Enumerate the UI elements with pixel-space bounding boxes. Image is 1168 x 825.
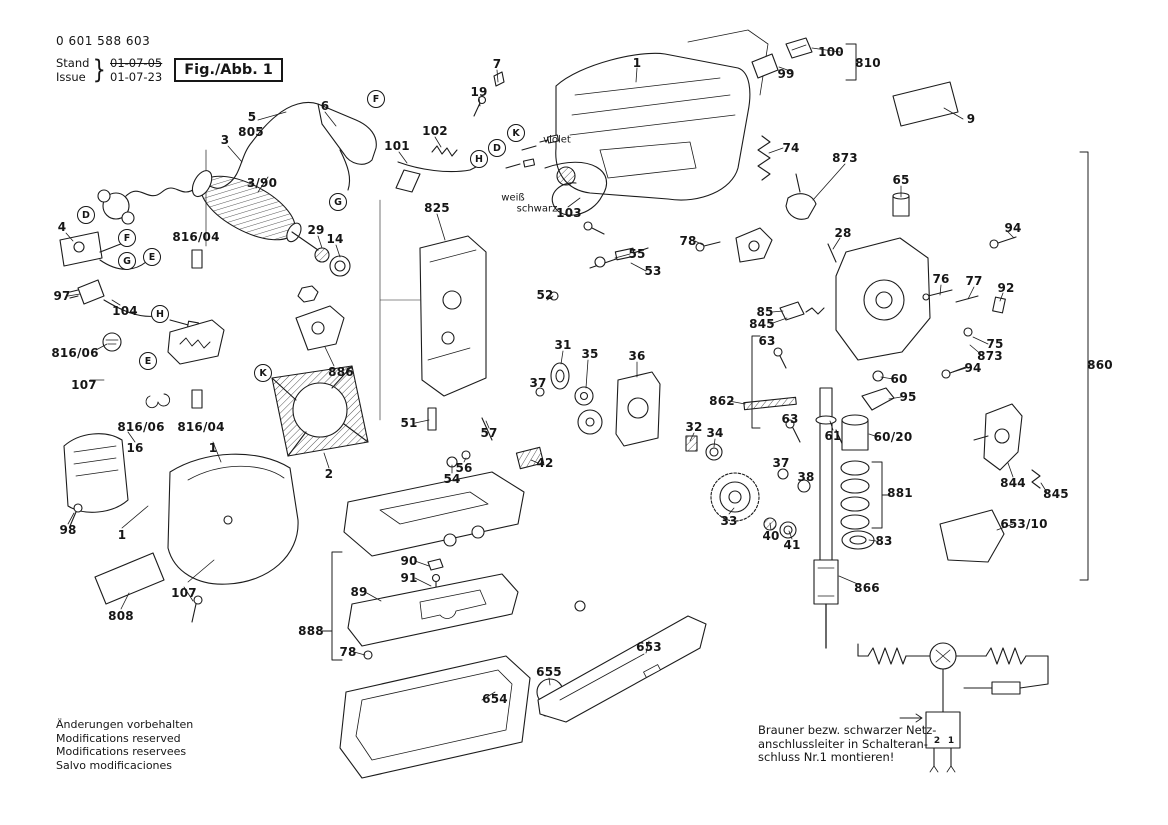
stator-drawing [271,365,369,457]
housing-drawing [555,29,769,201]
revision-notes: Änderungen vorbehalten Modifications res… [56,718,193,772]
wiring-note-line: Brauner bezw. schwarzer Netz- [758,723,937,737]
gear-plate-drawing [379,199,487,421]
switch-drawing [59,231,345,409]
left-covers-drawing [63,433,299,623]
issue-date: 01-07-23 [110,70,163,84]
switch-lever-drawing [395,134,608,235]
wiring-note: Brauner bezw. schwarzer Netz- anschlussl… [758,723,937,765]
revision-note-line: Änderungen vorbehalten [56,718,194,731]
leader-lines [65,47,1049,701]
revision-note-line: Modifications reserved [56,731,181,745]
bracket7-drawing [473,71,505,117]
figure-label: Fig./Abb. 1 [174,58,283,82]
doc-number: 0 601 588 603 [56,34,151,48]
stand-label: Stand [56,56,90,70]
power-cord-drawing [97,101,319,225]
revision-note-line: Modifications reservees [56,745,187,758]
handle-drawing [317,103,377,191]
brace-glyph: } [93,55,107,85]
wiring-note-line: schluss Nr.1 montieren! [758,750,895,764]
label-plate-drawing [751,37,959,127]
plunger-assembly-drawing [685,135,1041,649]
wiring-note-line: anschlussleiter in Schalteran- [758,736,928,751]
issue-label: Issue [56,70,86,84]
baseplate-drawing [339,471,707,779]
lever-plates-drawing [535,362,661,447]
stand-date: 01-07-05 [110,56,163,70]
bracket-lines [321,43,1095,661]
revision-note-line: Salvo modificaciones [56,758,173,772]
title-block: 0 601 588 603 Stand Issue } 01-07-05 01-… [56,34,283,84]
armature-drawing [191,149,351,277]
wiring-schematic-drawing [857,642,1049,773]
small-parts-center-drawing [427,247,649,470]
